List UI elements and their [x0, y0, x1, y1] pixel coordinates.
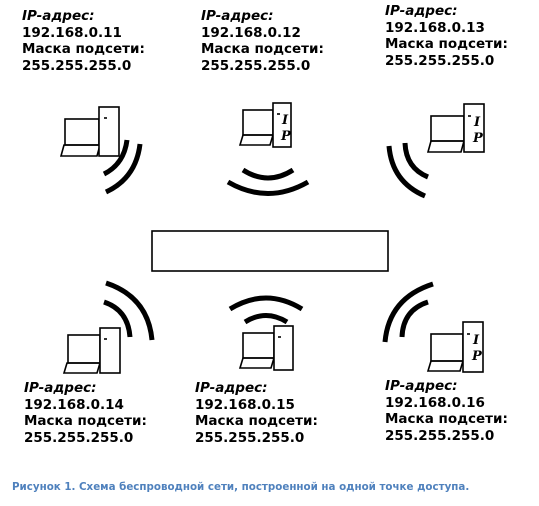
node-label-5: IP-адрес: 192.168.0.15 Маска подсети: 25…	[195, 380, 318, 446]
computer-5	[238, 325, 294, 371]
tower-icon	[98, 106, 120, 157]
computer-1	[59, 106, 120, 157]
ip-address-label: IP-адрес:	[201, 8, 274, 24]
node-label-6: IP-адрес: 192.168.0.16 Маска подсети: 25…	[385, 378, 508, 444]
monitor-icon	[430, 333, 464, 362]
tower-glyph-i: I	[472, 333, 480, 348]
tower-glyph-p: P	[471, 349, 483, 364]
computer-6	[426, 321, 484, 373]
node-label-2: IP-адрес: 192.168.0.12 Маска подсети: 25…	[201, 8, 324, 74]
tower-glyph-p: P	[472, 131, 484, 146]
tower-glyph-i: I	[473, 115, 481, 130]
subnet-mask-label: Маска подсети:	[385, 411, 508, 427]
node-label-4: IP-адрес: 192.168.0.14 Маска подсети: 25…	[24, 380, 147, 446]
subnet-mask-label: Маска подсети:	[385, 36, 508, 52]
ip-address-value: 192.168.0.12	[201, 24, 301, 41]
subnet-mask-value: 255.255.255.0	[201, 57, 311, 74]
ip-address-value: 192.168.0.15	[195, 396, 295, 413]
monitor-icon	[242, 332, 275, 359]
subnet-mask-value: 255.255.255.0	[195, 429, 305, 446]
ip-address-value: 192.168.0.11	[22, 24, 122, 41]
computer-4	[62, 327, 121, 374]
ip-address-value: 192.168.0.14	[24, 396, 124, 413]
ip-address-label: IP-адрес:	[22, 8, 95, 24]
ip-address-value: 192.168.0.13	[385, 19, 485, 36]
keyboard-icon	[238, 357, 276, 369]
monitor-icon	[64, 118, 100, 146]
tower-icon	[99, 327, 121, 374]
access-point	[151, 230, 389, 272]
node-label-1: IP-адрес: 192.168.0.11 Маска подсети: 25…	[22, 8, 145, 74]
subnet-mask-value: 255.255.255.0	[385, 427, 495, 444]
keyboard-icon	[426, 360, 465, 372]
signal-waves-5	[228, 295, 304, 325]
ip-address-label: IP-адрес:	[24, 380, 97, 396]
subnet-mask-label: Маска подсети:	[201, 41, 324, 57]
monitor-icon	[67, 334, 101, 364]
subnet-mask-label: Маска подсети:	[22, 41, 145, 57]
tower-icon	[273, 325, 294, 371]
computer-3	[426, 103, 485, 153]
computer-2	[238, 102, 292, 148]
signal-waves-4	[103, 280, 155, 341]
monitor-icon	[430, 115, 465, 142]
signal-waves-2	[226, 167, 310, 196]
ip-address-label: IP-адрес:	[385, 378, 458, 394]
keyboard-icon	[62, 362, 102, 374]
figure-caption: Рисунок 1. Схема беспроводной сети, пост…	[12, 481, 470, 493]
signal-waves-6	[382, 281, 434, 343]
tower-glyph-p: P	[280, 129, 292, 144]
ip-address-label: IP-адрес:	[195, 380, 268, 396]
subnet-mask-value: 255.255.255.0	[385, 52, 495, 69]
ip-address-value: 192.168.0.16	[385, 394, 485, 411]
keyboard-icon	[238, 134, 275, 146]
subnet-mask-label: Маска подсети:	[195, 413, 318, 429]
subnet-mask-value: 255.255.255.0	[24, 429, 134, 446]
subnet-mask-label: Маска подсети:	[24, 413, 147, 429]
keyboard-icon	[426, 140, 466, 153]
node-label-3: IP-адрес: 192.168.0.13 Маска подсети: 25…	[385, 3, 508, 69]
tower-glyph-i: I	[281, 113, 289, 128]
signal-waves-3	[386, 142, 430, 199]
subnet-mask-value: 255.255.255.0	[22, 57, 132, 74]
ip-address-label: IP-адрес:	[385, 3, 458, 19]
keyboard-icon	[59, 144, 102, 157]
monitor-icon	[242, 109, 274, 136]
signal-waves-1	[102, 139, 143, 195]
